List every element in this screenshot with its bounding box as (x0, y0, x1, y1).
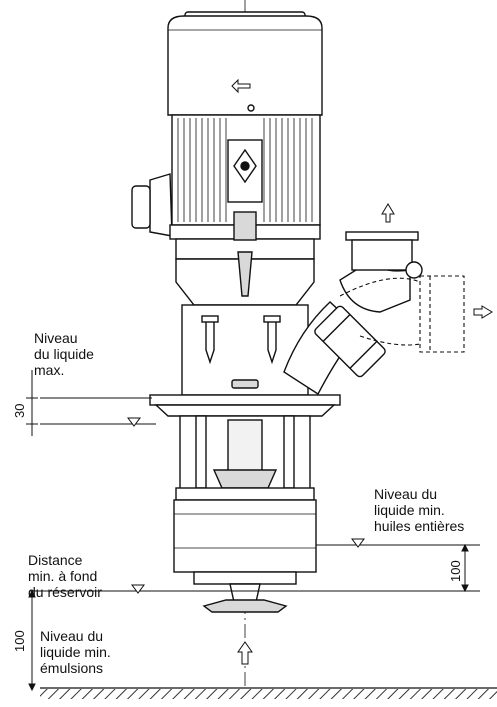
label-line: min. à fond (28, 568, 98, 584)
level-triangle-icon (351, 538, 365, 548)
alt-discharge-outline (339, 275, 465, 353)
arrow-right-icon (473, 305, 493, 319)
label-line: Niveau du (40, 628, 104, 644)
discharge-elbow (283, 231, 423, 396)
label-min-emulsions: Niveau du liquide min. émulsions (40, 628, 111, 676)
ground (40, 687, 497, 699)
arrow-left-icon (231, 78, 251, 94)
dim-100-right: 100 (448, 560, 463, 582)
label-max-level: Niveau du liquide max. (34, 330, 94, 378)
label-line: Distance (28, 552, 83, 568)
arrow-up-icon (237, 641, 253, 665)
pump-column (149, 304, 341, 613)
level-triangle-icon (131, 584, 145, 594)
label-line: Niveau (34, 330, 78, 346)
dim-30: 30 (12, 404, 27, 418)
label-min-whole-oils: Niveau du liquide min. huiles entières (374, 486, 464, 534)
level-lines (30, 397, 480, 594)
label-line: liquide min. (40, 644, 111, 660)
label-line: liquide min. (374, 502, 445, 518)
dimension-lines (26, 370, 469, 692)
arrow-up-icon (381, 203, 395, 223)
label-line: huiles entières (374, 518, 465, 534)
label-line: du réservoir (28, 584, 102, 600)
label-line: émulsions (40, 660, 104, 676)
label-min-bottom-distance: Distance min. à fond du réservoir (28, 552, 102, 600)
label-line: max. (34, 362, 65, 378)
label-line: du liquide (34, 346, 94, 362)
label-line: Niveau du (374, 486, 438, 502)
level-triangle-icon (127, 417, 141, 427)
dim-100-left: 100 (12, 630, 27, 652)
motor (131, 11, 323, 306)
cooling-fins (177, 118, 313, 222)
